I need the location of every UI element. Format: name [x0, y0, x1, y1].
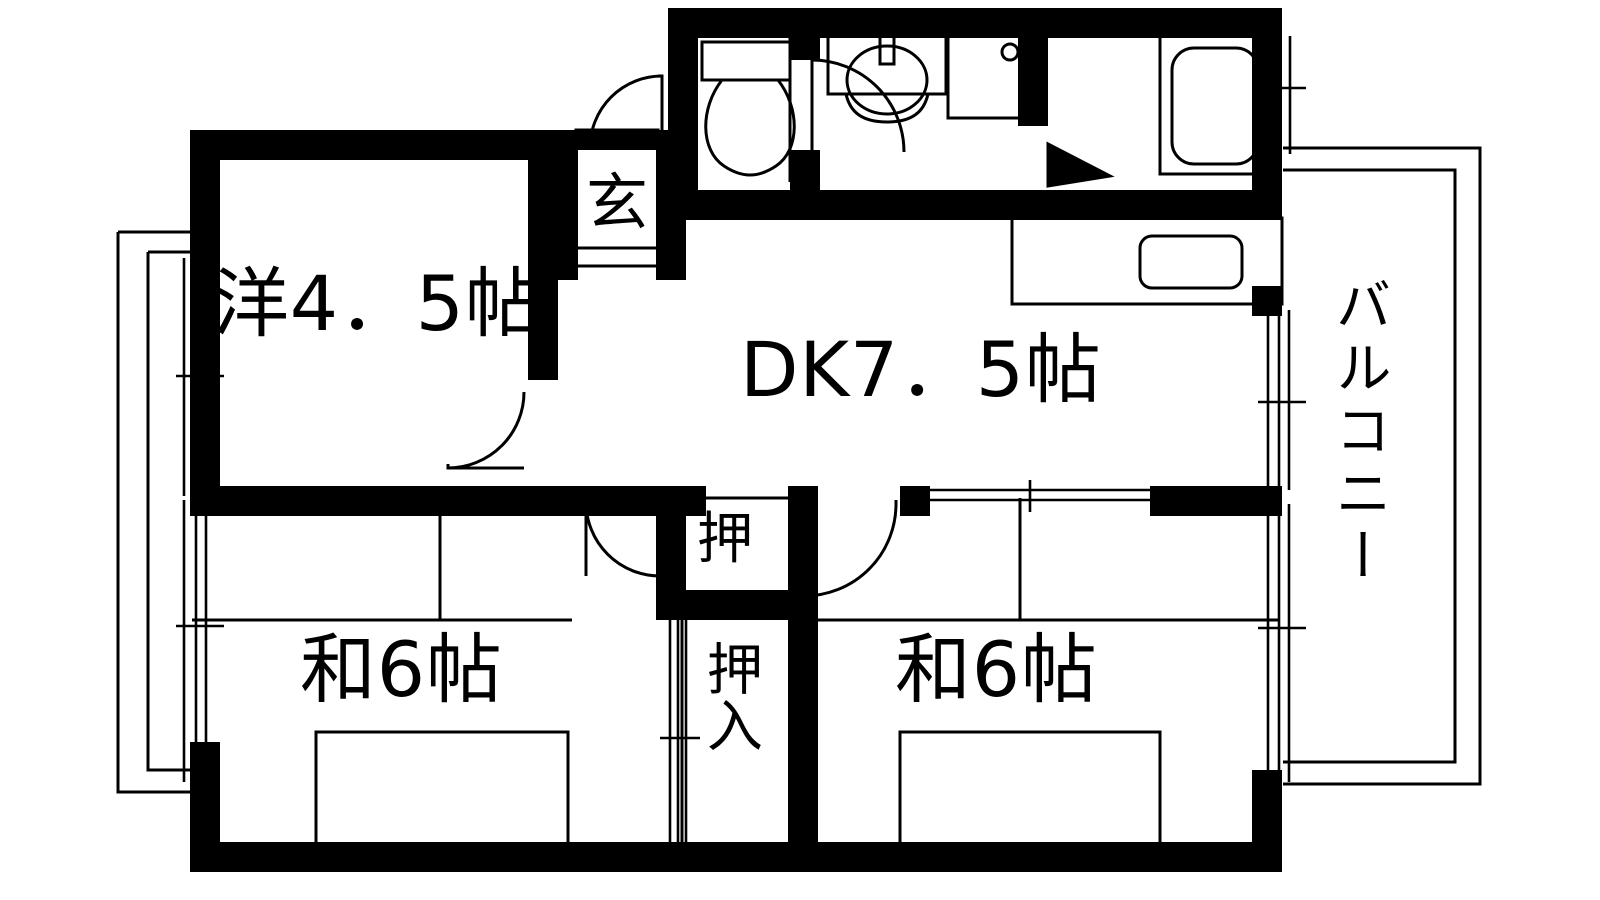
- kitchen-counter: [1010, 216, 1284, 306]
- wall-top-north: [668, 8, 1282, 38]
- wall-entrance-east: [656, 130, 686, 280]
- japanese-room-right-door: [803, 500, 898, 598]
- western-room-door: [446, 391, 526, 470]
- room-label-dining-kitchen: DK7．5帖: [740, 325, 1102, 414]
- wall-western-north: [190, 130, 558, 160]
- wall-south-exterior: [190, 842, 1282, 872]
- wall-western-east: [528, 130, 558, 380]
- wall-bath-east: [1252, 8, 1282, 220]
- wall-entrance-north: [548, 130, 686, 150]
- wall-washroom-east: [1018, 8, 1048, 126]
- wall-washroom-south: [668, 190, 952, 220]
- balcony-sliding-upper: [1258, 310, 1306, 490]
- wall-western-west: [190, 130, 220, 500]
- wall-dk-south-left: [558, 486, 618, 516]
- misc-interior-lines: [680, 36, 792, 268]
- wall-mid-right: [1150, 486, 1282, 516]
- wall-dk-north: [952, 190, 1282, 220]
- wall-layer: [190, 8, 1282, 872]
- west-window-lower: [176, 500, 224, 782]
- room-label-japanese-room-right: 和6帖: [895, 625, 1098, 714]
- washbasin-fixture: [826, 34, 948, 124]
- wall-toilet-east-upper: [790, 8, 820, 60]
- room-label-japanese-room-left: 和6帖: [300, 625, 503, 714]
- room-label-closet-lower: 押入: [697, 640, 763, 754]
- balcony-outline: [1283, 146, 1482, 786]
- room-label-entrance: 玄: [586, 166, 649, 239]
- wall-east-lower: [1252, 770, 1282, 872]
- bathroom-door: [1046, 141, 1115, 188]
- closet-lower-window: [660, 620, 700, 856]
- door-swing-layer: [446, 58, 1115, 598]
- room-label-closet-upper: 押: [697, 507, 754, 572]
- washroom-door: [810, 58, 906, 153]
- toilet-fixture: [700, 40, 796, 177]
- wall-western-south: [190, 486, 586, 516]
- wall-east-upper-jamb: [1252, 286, 1282, 316]
- room-label-balcony: バルコニー: [1326, 276, 1391, 590]
- balcony-sliding-lower: [1258, 504, 1306, 782]
- fusuma-dk-right: [912, 480, 1160, 512]
- wall-closet-east-lower: [788, 612, 818, 872]
- room-label-western-room: 洋4．5帖: [213, 259, 542, 348]
- wall-mid-right-jamb: [900, 486, 930, 516]
- wall-closet-west-lower: [656, 600, 686, 620]
- west-window-frames: [116, 230, 190, 794]
